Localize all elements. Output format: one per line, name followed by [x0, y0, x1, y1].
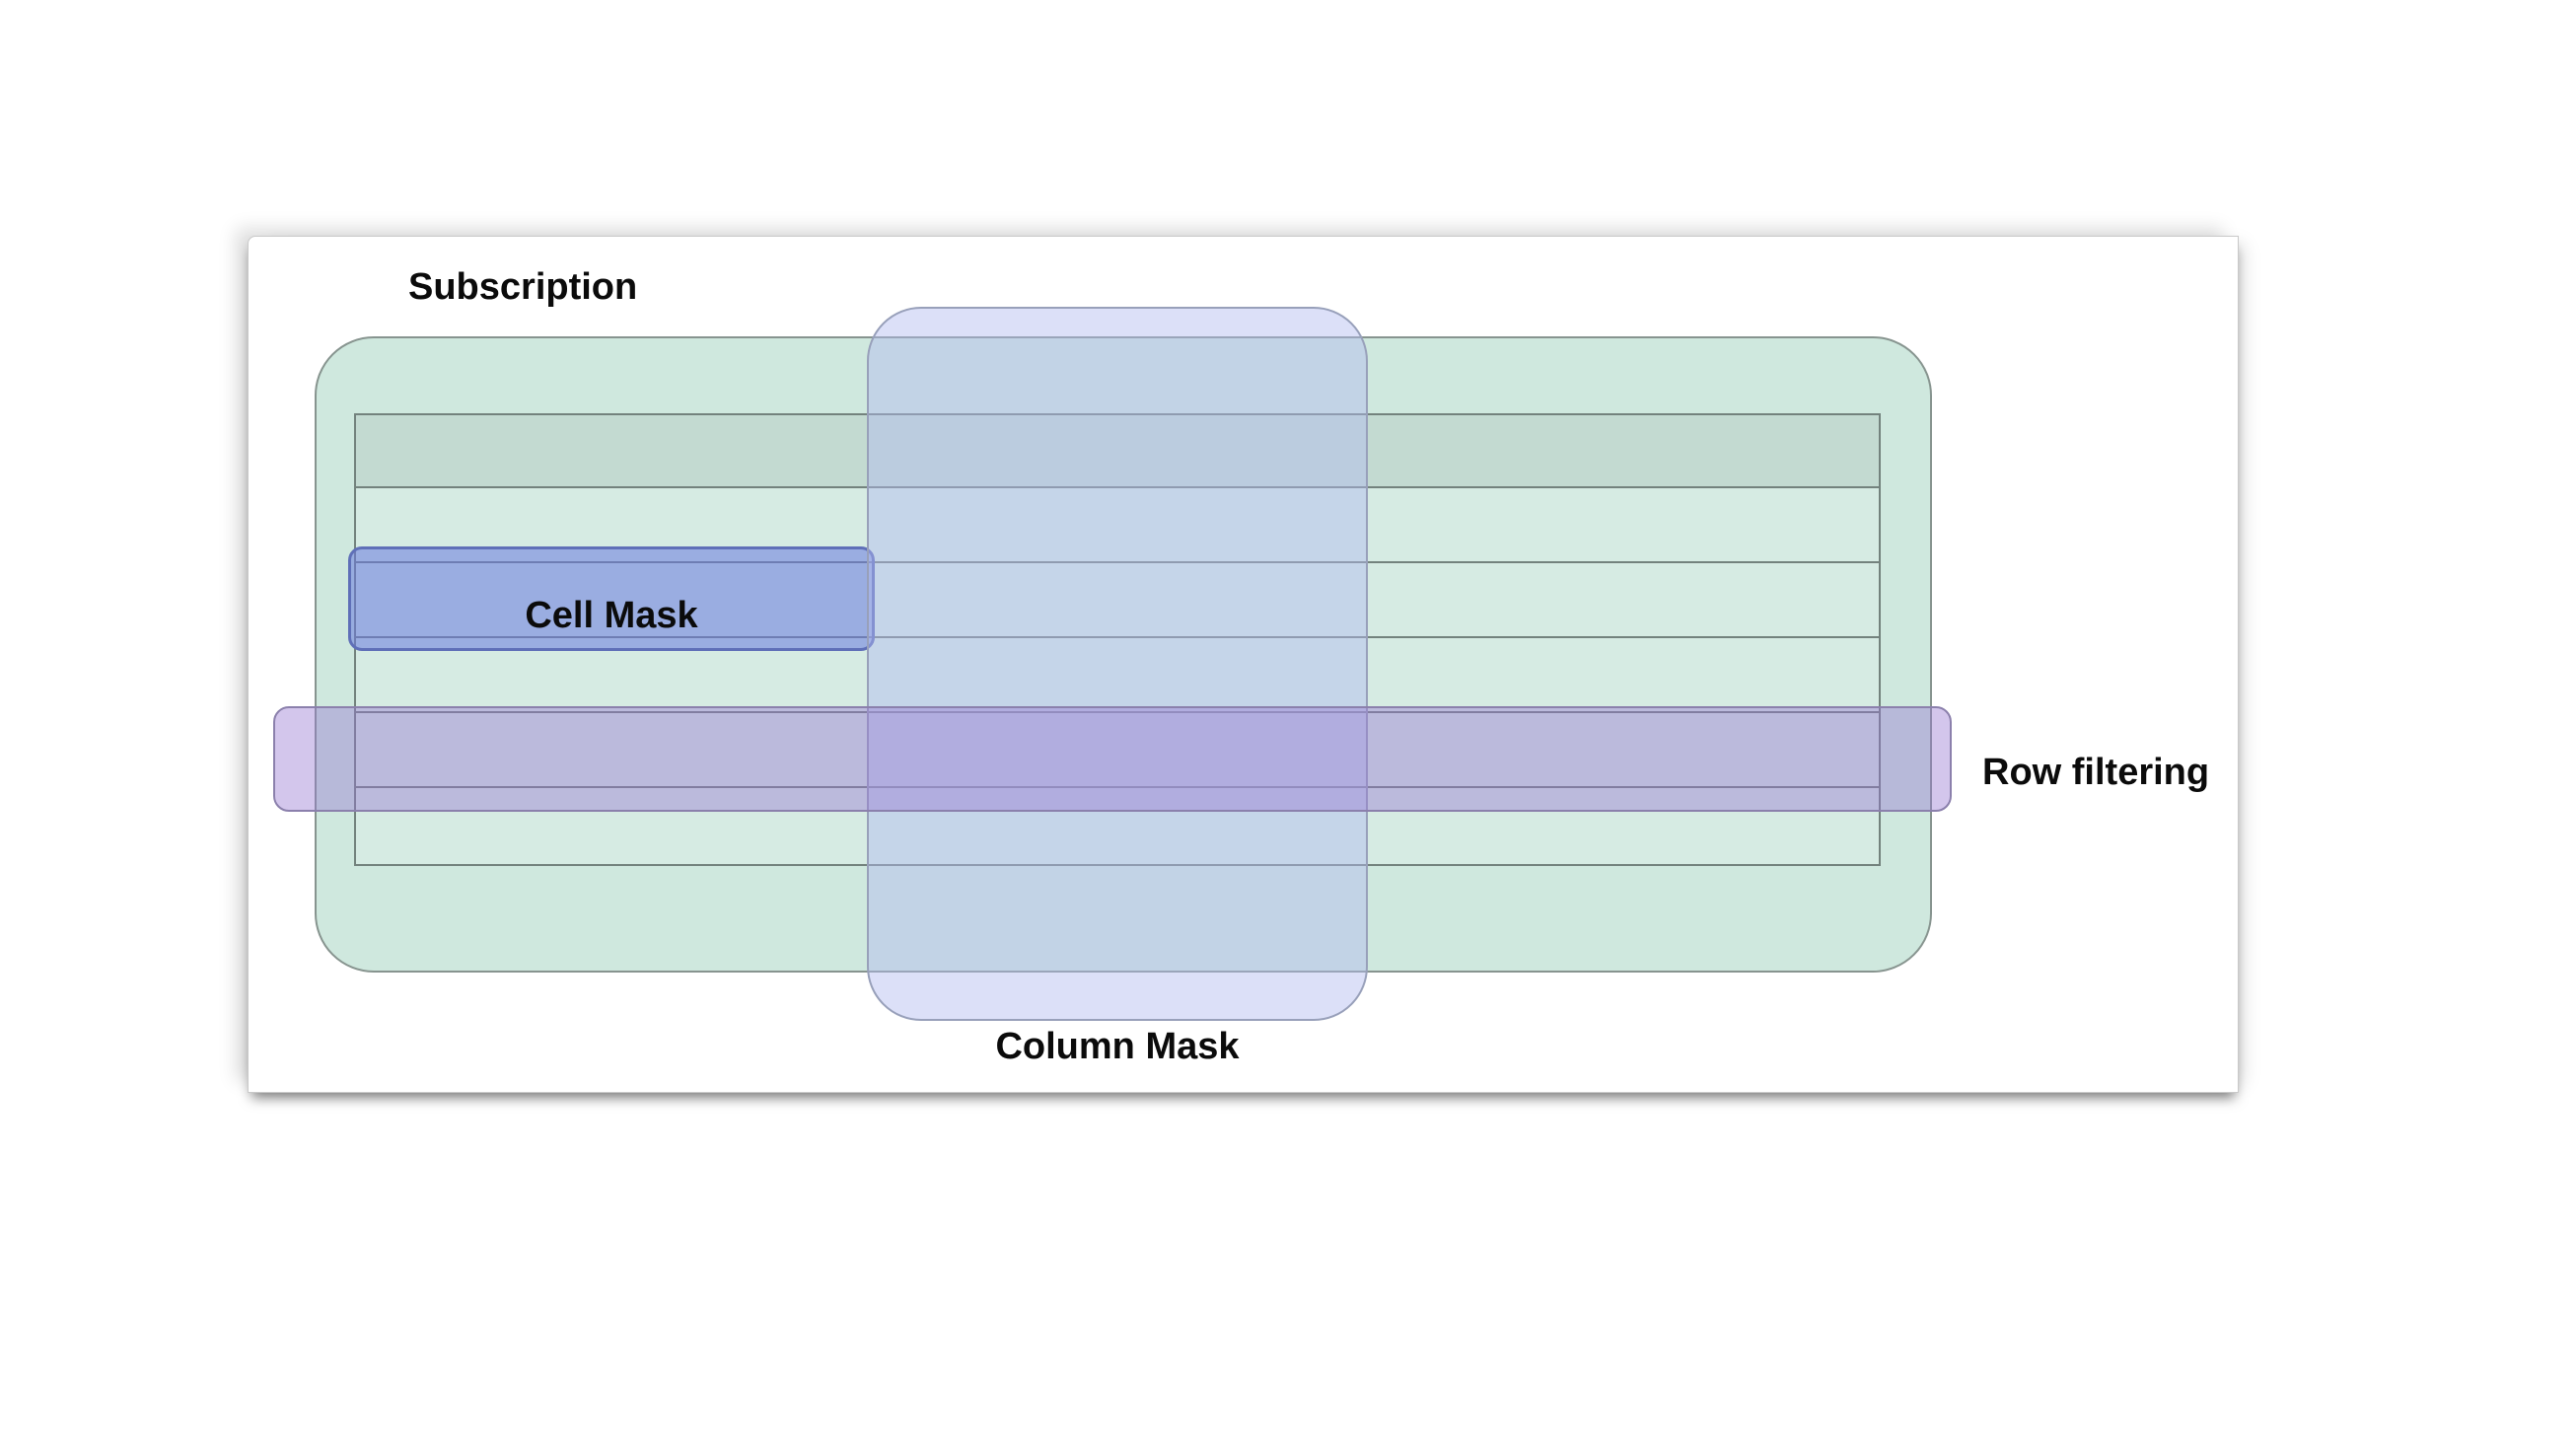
table-row	[356, 713, 1879, 788]
diagram-panel: Subscription Cell Mask Column Mask Row f…	[248, 236, 2239, 1093]
table-header-row	[356, 415, 1879, 488]
table-row	[356, 488, 1879, 563]
column-mask	[867, 307, 1368, 1021]
subscription-label: Subscription	[408, 266, 638, 308]
row-filtering-label: Row filtering	[1982, 752, 2210, 793]
subscription-region	[315, 336, 1932, 973]
cell-mask: Cell Mask	[348, 546, 875, 651]
cell-mask-label: Cell Mask	[525, 595, 698, 636]
table-row	[356, 563, 1879, 638]
column-mask-label: Column Mask	[995, 1026, 1240, 1067]
row-filter-band	[273, 706, 1952, 812]
table-row	[356, 638, 1879, 713]
data-table	[354, 413, 1881, 866]
